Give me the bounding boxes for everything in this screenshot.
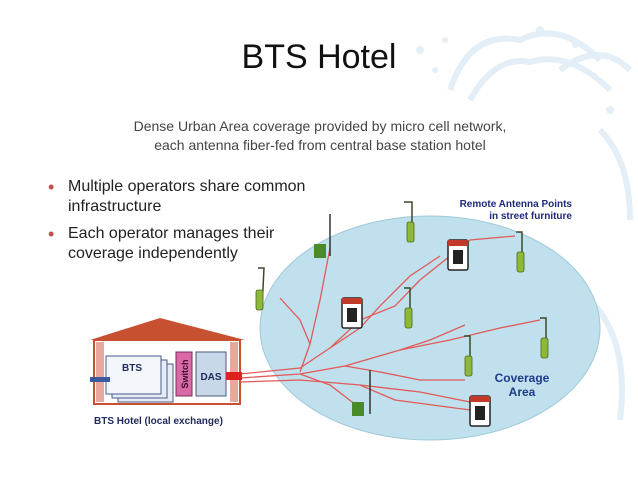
mast-antenna-icon (352, 370, 371, 416)
bts-hotel-building: BTS Switch DAS (90, 318, 245, 405)
caption-line-2: each antenna fiber-fed from central base… (154, 137, 486, 153)
switch-label: Switch (180, 359, 190, 388)
small-masts (314, 214, 371, 416)
antenna-booth-icon (341, 297, 363, 329)
coverage-area-ellipse (259, 215, 601, 441)
remote-antenna-label-line2: in street furniture (489, 211, 572, 222)
coverage-label-line1: Coverage (495, 371, 550, 385)
hotel-label: BTS Hotel (local exchange) (94, 416, 223, 427)
antenna-lamp-icon (464, 335, 473, 377)
bullet-dot-icon: • (48, 177, 55, 197)
antenna-lamp-icon (255, 267, 265, 311)
slide-title: BTS Hotel (241, 38, 397, 76)
bullet-item: • Each operator manages their coverage in… (46, 224, 316, 264)
bullet-text: Each operator manages their coverage ind… (68, 225, 275, 262)
antenna-lamp-icon (516, 231, 525, 273)
diagram-caption: Dense Urban Area coverage provided by mi… (80, 117, 560, 155)
bts-label: BTS (122, 363, 142, 374)
antenna-lamp-icon (404, 287, 413, 329)
mast-antenna-icon (314, 214, 331, 258)
antenna-lamps (255, 201, 549, 377)
antenna-booth-icon (469, 395, 491, 427)
antenna-lamp-icon (404, 201, 415, 243)
antenna-lamp-icon (540, 317, 549, 359)
antenna-booth-icon (447, 239, 469, 271)
antenna-booths (341, 239, 491, 427)
hotel-roof (90, 318, 245, 340)
coverage-label-line2: Area (509, 385, 536, 399)
bullet-text: Multiple operators share common infrastr… (68, 178, 306, 215)
remote-antenna-label-line1: Remote Antenna Points (460, 199, 573, 210)
das-unit (195, 351, 227, 397)
bullet-item: • Multiple operators share common infrast… (46, 177, 316, 217)
bullet-list: • Multiple operators share common infrast… (46, 177, 316, 271)
das-label: DAS (200, 372, 221, 383)
fiber-network (239, 235, 541, 411)
caption-line-1: Dense Urban Area coverage provided by mi… (133, 118, 507, 134)
bullet-dot-icon: • (48, 224, 55, 244)
switch-unit (175, 351, 193, 397)
